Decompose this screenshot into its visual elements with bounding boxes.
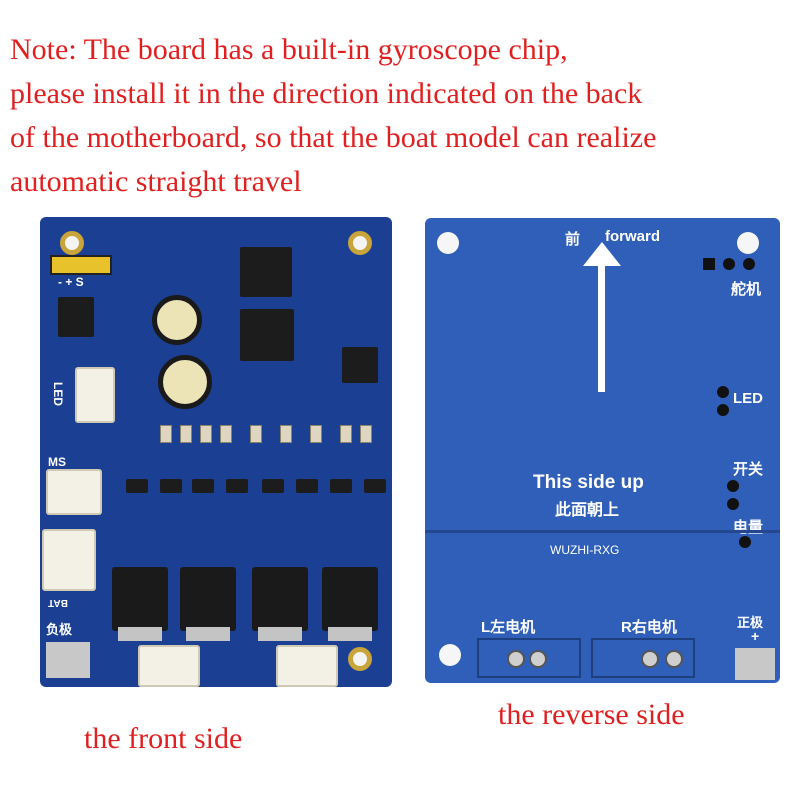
switch-pad — [727, 480, 739, 492]
left-motor-connector — [138, 645, 200, 687]
forward-en-label: forward — [605, 228, 661, 245]
servo-pin — [723, 258, 735, 270]
right-motor-terminal — [591, 638, 695, 678]
servo-pin — [743, 258, 755, 270]
terminal-screw — [529, 650, 547, 668]
bat-label: BAT — [48, 597, 68, 608]
positive-plus-label: + — [751, 628, 760, 644]
note-text: Note: The board has a built-in gyroscope… — [10, 28, 795, 204]
positive-label: 正极 — [737, 615, 764, 630]
mount-hole — [60, 231, 84, 255]
mount-hole — [437, 232, 459, 254]
header-pins — [50, 255, 112, 275]
transistor — [160, 479, 182, 493]
led-pad — [717, 386, 729, 398]
right-motor-connector — [276, 645, 338, 687]
side-up-en-label: This side up — [533, 472, 644, 493]
front-board-photo: - + S LED MS BAT 负极 — [40, 217, 392, 687]
mosfet — [112, 567, 168, 641]
gyroscope-chip — [342, 347, 378, 383]
battery-pad — [739, 536, 751, 548]
note-line-2: please install it in the direction indic… — [10, 77, 643, 110]
battery-level-label: 电量 — [733, 519, 764, 536]
ms-label: MS — [48, 455, 66, 469]
positive-pad — [735, 648, 775, 680]
negative-pad — [46, 642, 90, 678]
side-up-cn-label: 此面朝上 — [555, 502, 620, 519]
mosfet — [252, 567, 308, 641]
transistor — [364, 479, 386, 493]
left-motor-label: L左电机 — [481, 619, 536, 636]
note-line-1: Note: The board has a built-in gyroscope… — [10, 33, 568, 66]
right-motor-label: R右电机 — [621, 619, 677, 636]
pins-label: - + S — [58, 275, 84, 289]
transistor — [126, 479, 148, 493]
regulator-chip — [58, 297, 94, 337]
transistor — [330, 479, 352, 493]
forward-cn-label: 前 — [565, 231, 581, 248]
terminal-screw — [641, 650, 659, 668]
note-line-3: of the motherboard, so that the boat mod… — [10, 121, 657, 154]
mount-hole — [439, 644, 461, 666]
bat-connector — [42, 529, 96, 591]
mount-hole — [348, 231, 372, 255]
front-side-caption: the front side — [84, 722, 243, 755]
mount-hole — [737, 232, 759, 254]
negative-label: 负极 — [46, 622, 73, 637]
transistor — [296, 479, 318, 493]
transistor — [226, 479, 248, 493]
forward-arrow — [598, 260, 605, 392]
servo-pin — [703, 258, 715, 270]
board-divider — [425, 530, 780, 533]
model-label: WUZHI-RXG — [550, 543, 620, 557]
back-led-label: LED — [733, 390, 763, 407]
transistor — [192, 479, 214, 493]
note-line-4: automatic straight travel — [10, 165, 302, 198]
left-motor-terminal — [477, 638, 581, 678]
switch-pad — [727, 498, 739, 510]
ic-chip — [240, 309, 294, 361]
capacitor — [152, 295, 202, 345]
terminal-screw — [507, 650, 525, 668]
mosfet — [180, 567, 236, 641]
mount-hole — [348, 647, 372, 671]
transistor — [262, 479, 284, 493]
terminal-screw — [665, 650, 683, 668]
reverse-side-caption: the reverse side — [498, 698, 685, 731]
led-pad — [717, 404, 729, 416]
back-board-photo: 前 forward 舵机 LED 开关 电量 This side up 此面朝上… — [425, 218, 780, 683]
led-label: LED — [51, 382, 65, 406]
mosfet — [322, 567, 378, 641]
ms-connector — [46, 469, 102, 515]
servo-label: 舵机 — [731, 281, 762, 298]
led-connector — [75, 367, 115, 423]
ic-chip — [240, 247, 292, 297]
capacitor — [158, 355, 212, 409]
switch-label: 开关 — [733, 461, 764, 478]
